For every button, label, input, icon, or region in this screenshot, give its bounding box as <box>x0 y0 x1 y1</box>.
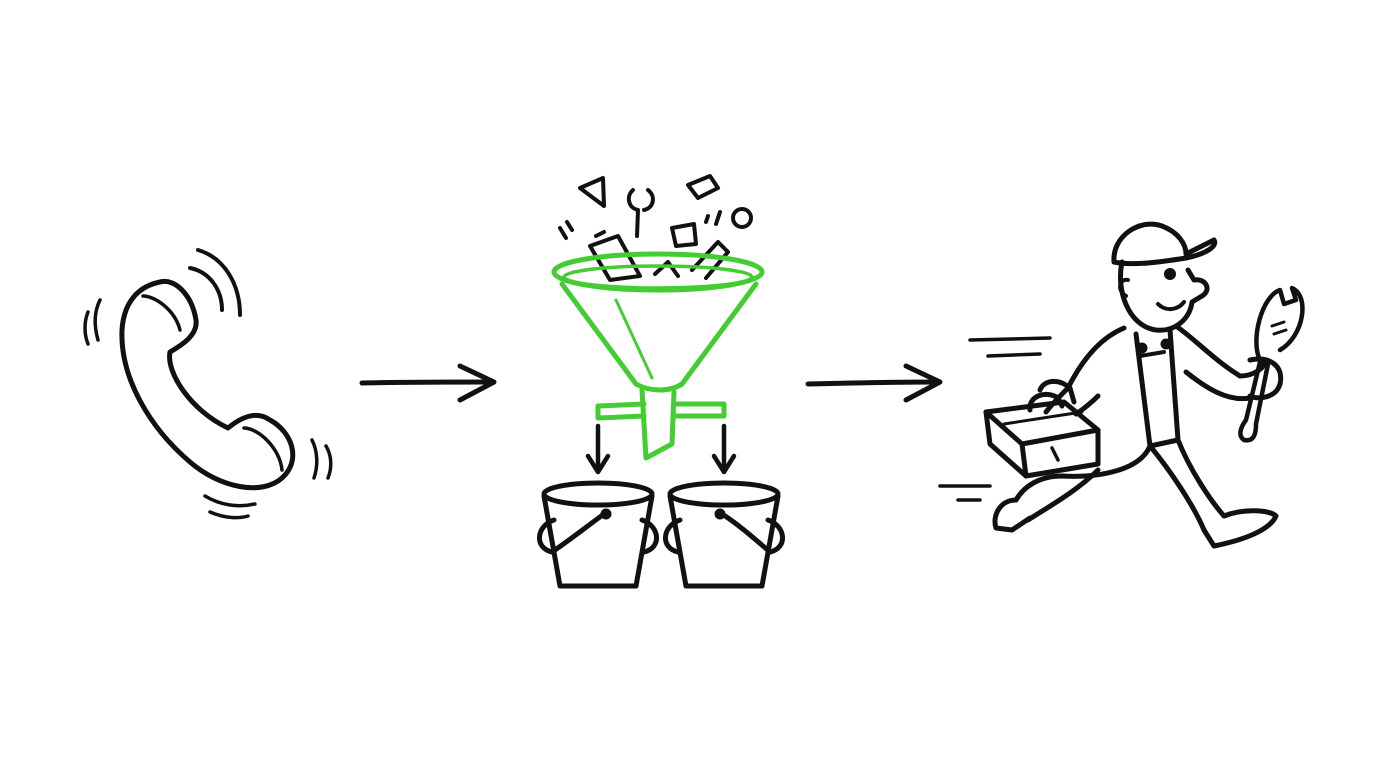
bucket-icon <box>663 480 785 589</box>
sorting-funnel-icon <box>537 174 785 589</box>
cap-icon <box>1111 221 1218 267</box>
wrench-icon <box>1238 285 1305 443</box>
down-arrow-icon <box>711 423 737 475</box>
running-technician-icon <box>938 221 1305 549</box>
arrow-right-icon <box>805 363 943 403</box>
down-arrow-icon <box>585 423 611 475</box>
bucket-icon <box>537 480 659 589</box>
funnel-icon <box>551 251 765 461</box>
toolbox-icon <box>983 392 1101 479</box>
ringing-phone-icon <box>83 248 333 520</box>
arrow-right-icon <box>359 363 497 403</box>
